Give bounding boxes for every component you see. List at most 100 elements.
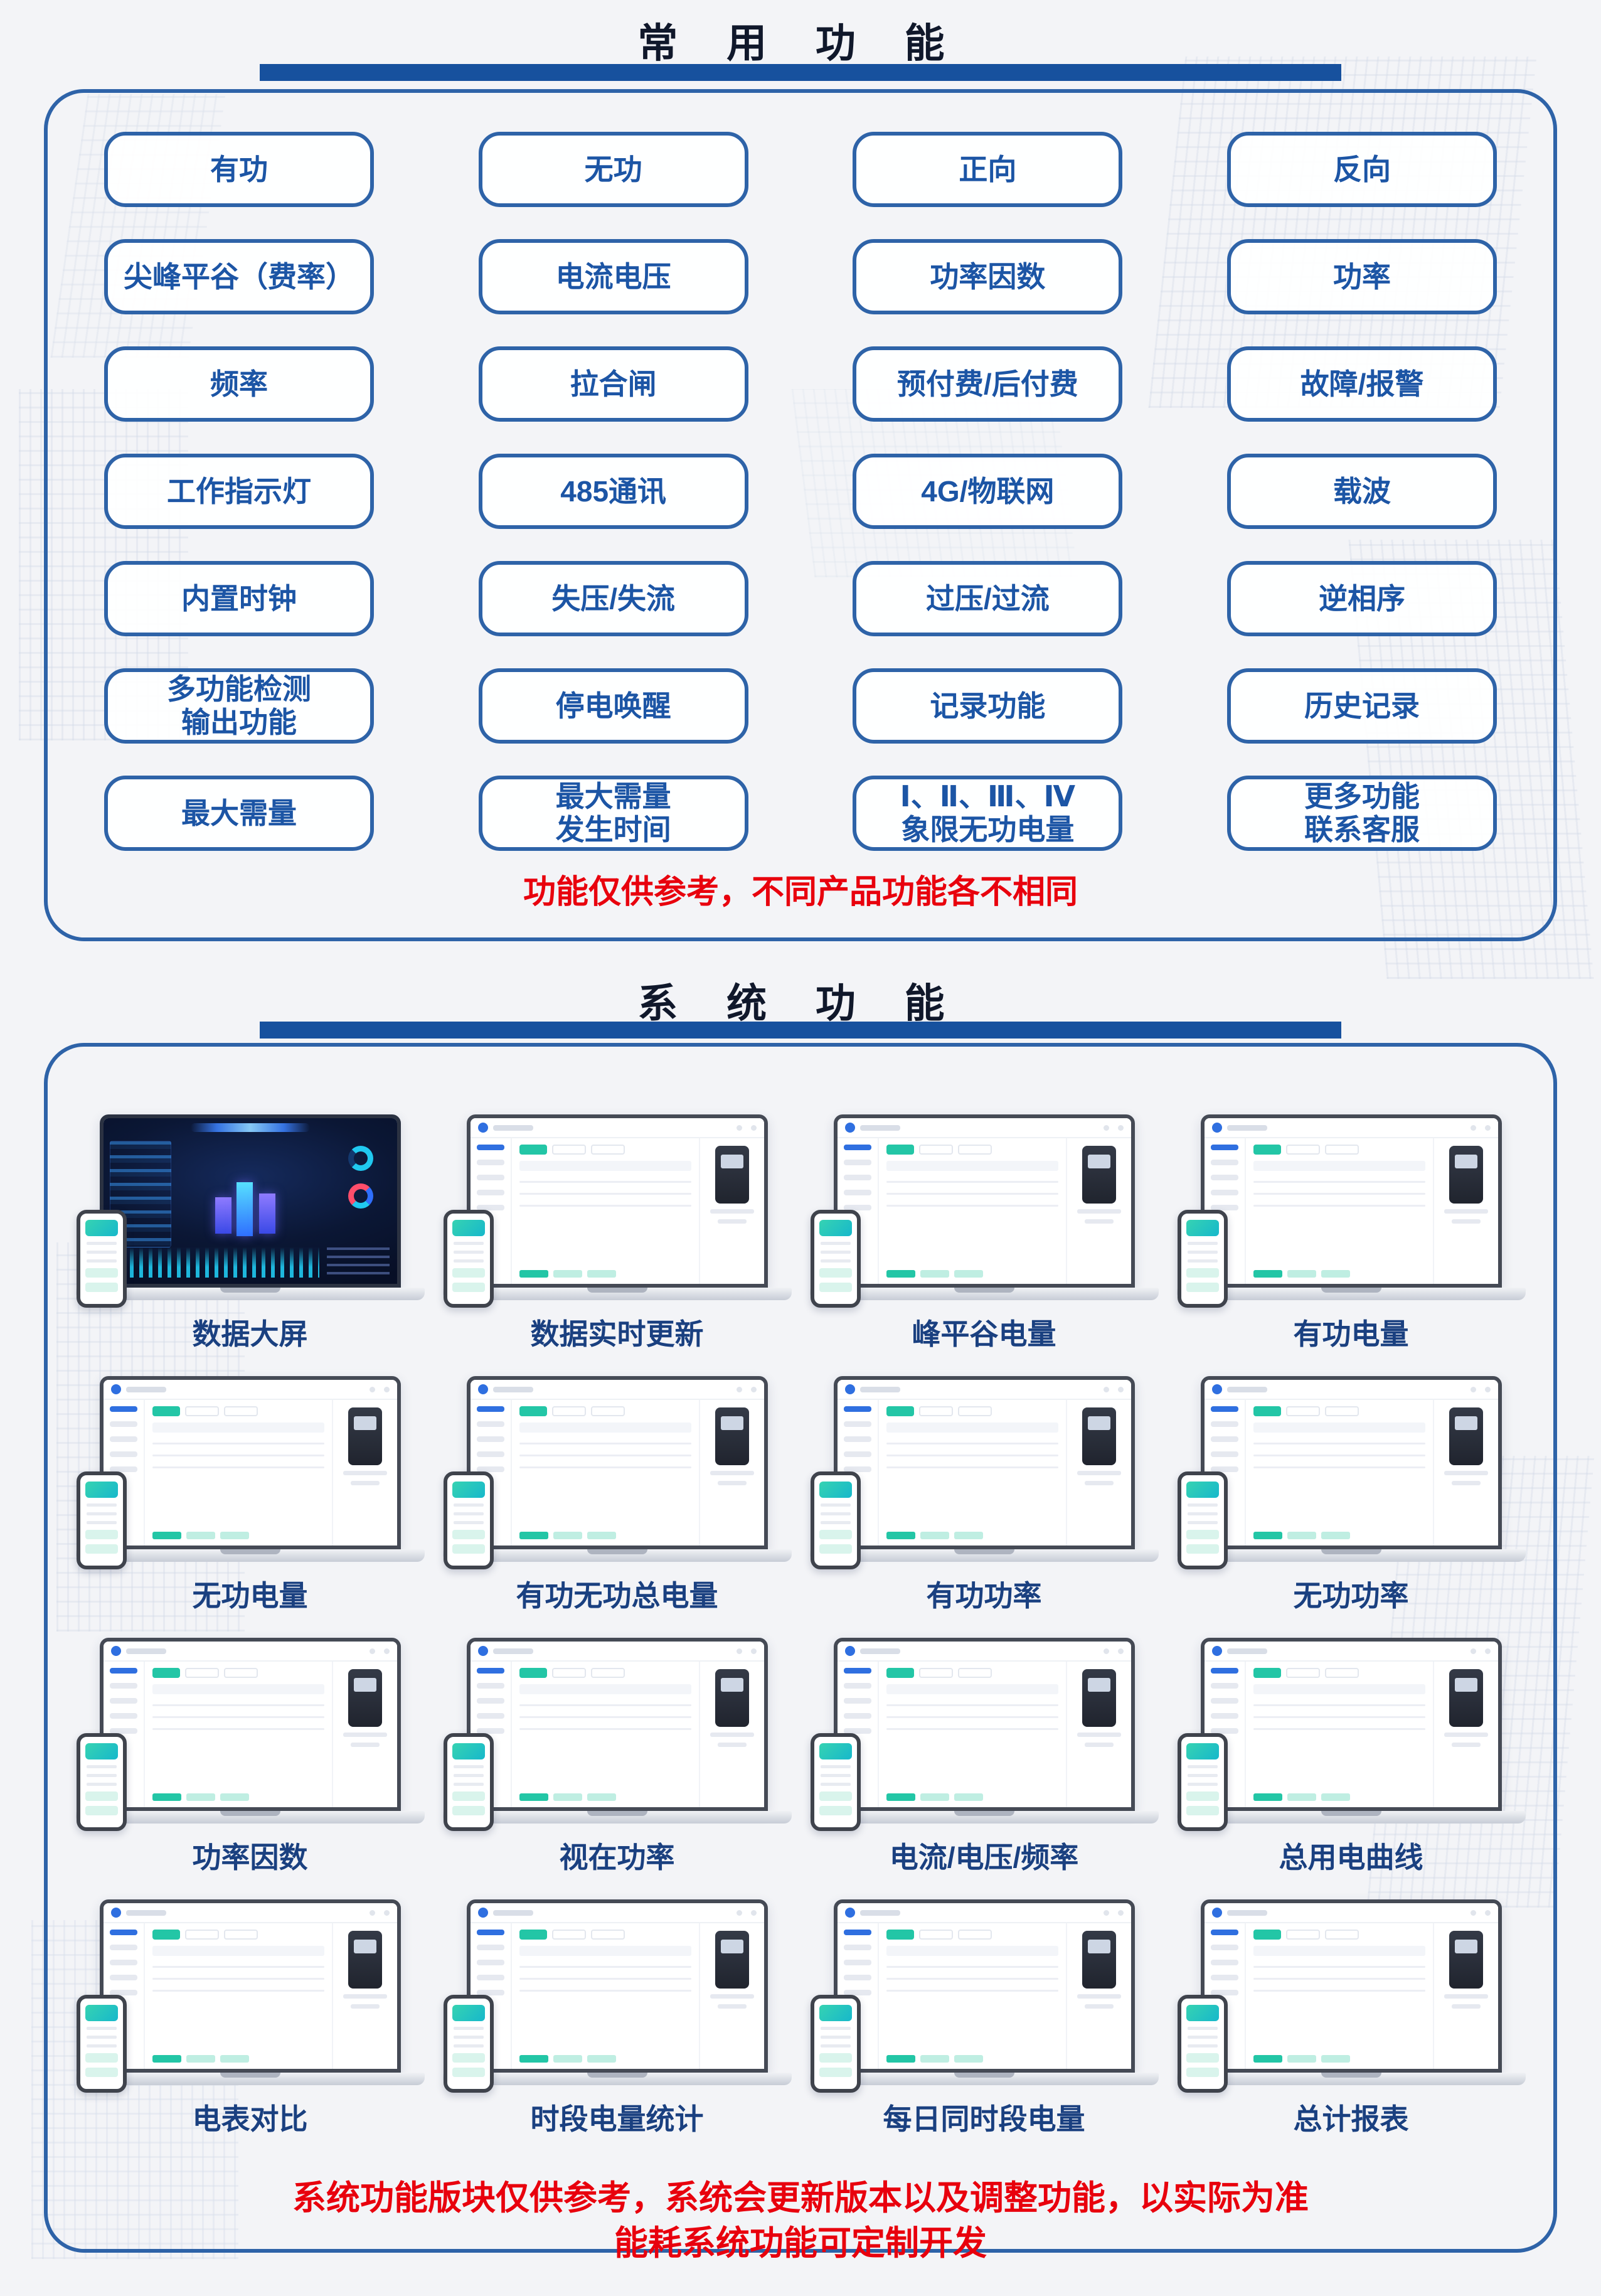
feature-button-label: 载波 xyxy=(1332,474,1391,508)
topbar-icon xyxy=(750,1386,757,1392)
topbar-icon xyxy=(1484,1648,1491,1654)
table-header-placeholder xyxy=(152,1423,324,1433)
table-header-placeholder xyxy=(519,1423,691,1433)
meter-device-image xyxy=(1449,1931,1483,1989)
topbar-icon xyxy=(736,1124,742,1131)
dashboard-sidebar xyxy=(471,1138,512,1284)
device-mockup xyxy=(806,1894,1163,2095)
topbar-icon xyxy=(1470,1909,1476,1916)
dashboard-content xyxy=(1246,1662,1433,1807)
laptop-screen xyxy=(1200,1638,1502,1811)
phone-list-card xyxy=(452,2068,485,2077)
dashboard-sidebar xyxy=(104,1400,145,1546)
phone-list-card xyxy=(85,1530,118,1539)
dashboard-right-panel xyxy=(698,1662,764,1807)
dashboard-screenshot-light xyxy=(103,1903,397,2069)
dashboard-sidebar xyxy=(838,1662,879,1807)
laptop-base xyxy=(442,1549,792,1562)
phone-list-card xyxy=(1186,1283,1219,1292)
stat-bars xyxy=(152,2055,249,2063)
dashboard-sidebar xyxy=(104,1662,145,1807)
system-function-label: 电流/电压/频率 xyxy=(889,1841,1079,1874)
laptop-mockup xyxy=(75,1899,425,2085)
topbar-icon xyxy=(1103,1909,1109,1916)
system-function-cell: 无功功率 xyxy=(1168,1371,1535,1633)
topbar-icon xyxy=(750,1124,757,1131)
feature-button: 尖峰平谷（费率） xyxy=(104,239,374,314)
feature-button-label: Ⅰ、Ⅱ、Ⅲ、Ⅳ 象限无功电量 xyxy=(900,780,1076,846)
stat-bars xyxy=(886,1793,983,1801)
app-name-placeholder xyxy=(125,1909,166,1916)
dashboard-topbar xyxy=(837,1118,1131,1138)
phone-list-card xyxy=(819,1791,852,1801)
feature-button-label: 失压/失流 xyxy=(551,582,676,615)
feature-button: 有功 xyxy=(104,132,374,207)
dashboard-right-panel xyxy=(331,1923,397,2069)
phone-list-card xyxy=(819,1806,852,1815)
feature-button-label: 功率 xyxy=(1332,260,1391,293)
laptop-base xyxy=(1176,1811,1526,1823)
device-mockup xyxy=(1173,1109,1530,1310)
laptop-mockup xyxy=(75,1638,425,1823)
phone-app-header xyxy=(85,1743,118,1759)
system-functions-disclaimer-line1: 系统功能版块仅供参考，系统会更新版本以及调整功能，以实际为准 xyxy=(292,2179,1309,2217)
dashboard-right-panel xyxy=(698,1400,764,1546)
feature-button: 4G/物联网 xyxy=(853,454,1123,529)
laptop-screen xyxy=(466,1114,768,1288)
device-mockup xyxy=(806,1371,1163,1572)
topbar-icon xyxy=(383,1648,390,1654)
stat-bars xyxy=(1253,1270,1350,1278)
phone-list-card xyxy=(819,2068,852,2077)
dashboard-topbar xyxy=(1204,1642,1498,1662)
phone-mockup xyxy=(443,1733,494,1831)
phone-mockup xyxy=(1177,1471,1228,1569)
phone-app-header xyxy=(819,1220,852,1236)
phone-list-card xyxy=(452,1544,485,1554)
dashboard-sidebar xyxy=(471,1400,512,1546)
table-header-placeholder xyxy=(519,1161,691,1171)
laptop-mockup xyxy=(442,1376,792,1562)
phone-app-header xyxy=(85,1220,118,1236)
system-function-cell: 电表对比 xyxy=(66,1894,433,2156)
dashboard-screenshot-light xyxy=(470,1380,764,1546)
feature-button: 逆相序 xyxy=(1226,561,1497,636)
app-name-placeholder xyxy=(125,1648,166,1654)
system-function-label: 有功电量 xyxy=(1293,1318,1409,1350)
laptop-screen xyxy=(99,1638,401,1811)
meter-device-image xyxy=(1082,1146,1116,1204)
phone-list-card xyxy=(1186,2068,1219,2077)
meter-device-image xyxy=(348,1407,382,1465)
system-function-label: 电表对比 xyxy=(192,2103,308,2135)
meter-device-image xyxy=(1082,1669,1116,1727)
dashboard-sidebar xyxy=(1205,1662,1246,1807)
phone-list-card xyxy=(819,2053,852,2063)
feature-button: 反向 xyxy=(1226,132,1497,207)
phone-app-header xyxy=(452,1743,485,1759)
phone-mockup xyxy=(76,1995,127,2093)
phone-mockup xyxy=(810,1995,861,2093)
phone-app-header xyxy=(452,2005,485,2021)
app-logo-icon xyxy=(844,1384,855,1394)
dashboard-screenshot-light xyxy=(103,1642,397,1807)
system-function-label: 数据实时更新 xyxy=(530,1318,704,1350)
topbar-icon xyxy=(1484,1386,1491,1392)
bigscreen-title-placeholder xyxy=(190,1123,310,1132)
feature-button: 485通讯 xyxy=(478,454,748,529)
dashboard-sidebar xyxy=(1205,1923,1246,2069)
meter-device-image xyxy=(715,1669,749,1727)
dashboard-topbar xyxy=(103,1642,397,1662)
system-function-label: 每日同时段电量 xyxy=(883,2103,1085,2135)
topbar-icon xyxy=(1117,1648,1124,1654)
dashboard-content xyxy=(1246,1138,1433,1284)
query-button-placeholder xyxy=(1253,1145,1281,1155)
topbar-icon xyxy=(1470,1648,1476,1654)
dashboard-topbar xyxy=(470,1903,764,1923)
app-logo-icon xyxy=(477,1646,488,1656)
feature-button-label: 逆相序 xyxy=(1318,582,1405,615)
dashboard-sidebar xyxy=(1205,1138,1246,1284)
phone-list-card xyxy=(819,1530,852,1539)
system-function-label: 有功功率 xyxy=(926,1579,1042,1612)
donut-chart xyxy=(348,1146,373,1171)
dashboard-content xyxy=(145,1400,332,1546)
table-header-placeholder xyxy=(886,1423,1058,1433)
